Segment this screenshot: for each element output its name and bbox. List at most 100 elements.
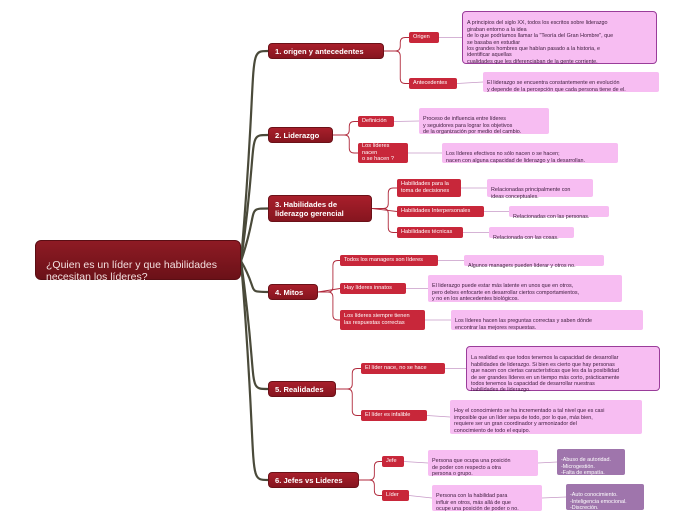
leaf-link <box>403 461 429 464</box>
note-text: Relacionada con las cosas. <box>493 235 559 242</box>
note-lider-infalible[interactable]: Hoy el conocimiento se ha incrementado a… <box>450 400 642 434</box>
root-link <box>239 133 270 263</box>
sub-link <box>317 288 341 293</box>
note-text: Relacionadas con las personas. <box>513 214 590 221</box>
note-text: -Auto conocimiento. -Inteligencia emocio… <box>570 492 627 512</box>
subtopic-managers-lideres[interactable]: Todos los managers son líderes <box>340 255 438 266</box>
sub-link <box>359 479 382 496</box>
note-definicion[interactable]: Proceso de influencia entre líderes y se… <box>419 108 549 136</box>
central-topic[interactable]: ¿Quien es un líder y que habilidades nec… <box>35 240 241 283</box>
subtopic-label: Líder <box>386 492 399 499</box>
subtopic-label: El líder es infalible <box>365 412 411 419</box>
central-topic-label: ¿Quien es un líder y que habilidades nec… <box>46 259 218 283</box>
sub-link <box>359 461 382 481</box>
note-text: Relacionadas principalmente con ideas co… <box>491 187 571 200</box>
note-text: Proceso de influencia entre líderes y se… <box>423 116 522 136</box>
branch-liderazgo[interactable]: 2. Liderazgo <box>268 127 333 143</box>
note-nacen-o-se-hacen[interactable]: Los líderes efectivos no sólo nacen o se… <box>442 143 618 164</box>
subtopic-label: Los líderes siempre tienen las respuesta… <box>344 313 410 326</box>
note-origen[interactable]: A principios del siglo XX, todos los esc… <box>462 11 657 65</box>
subtopic-label: Todos los managers son líderes <box>344 257 423 264</box>
note-toma-decisiones[interactable]: Relacionadas principalmente con ideas co… <box>487 179 593 200</box>
subtopic-label: Antecedentes <box>413 80 448 87</box>
branch-label: 3. Habilidades de liderazgo gerencial <box>275 199 344 218</box>
note-lideres-innatos[interactable]: El liderazgo puede estar más latente en … <box>428 275 622 302</box>
subtopic-lider-nace[interactable]: El líder nace, no se hace <box>361 363 445 374</box>
subtopic-label: Jefe <box>386 458 397 465</box>
subtopic-toma-decisiones[interactable]: Habilidades para la toma de decisiones <box>397 179 461 197</box>
subtopic-label: Habilidades técnicas <box>401 229 453 236</box>
subtopic-label: Definición <box>362 118 387 125</box>
note-tecnicas[interactable]: Relacionada con las cosas. <box>489 227 574 242</box>
note-respuestas-correctas[interactable]: Los líderes hacen las preguntas correcta… <box>451 310 643 331</box>
branch-origen-antecedentes[interactable]: 1. origen y antecedentes <box>268 43 384 59</box>
sub-link <box>336 388 361 416</box>
branch-label: 1. origen y antecedentes <box>275 46 364 56</box>
subtopic-lideres-innatos[interactable]: Hay líderes innatos <box>340 283 406 294</box>
note-jefe-rasgos[interactable]: -Abuso de autoridad. -Microgestión. -Fal… <box>557 449 625 477</box>
subtopic-interpersonales[interactable]: Habilidades Interpersonales <box>397 206 484 217</box>
note-managers-lideres[interactable]: Algunos managers pueden liderar y otros … <box>464 255 604 270</box>
subtopic-tecnicas[interactable]: Habilidades técnicas <box>397 227 463 238</box>
leaf-link <box>541 496 567 499</box>
note-text: A principios del siglo XX, todos los esc… <box>467 20 614 65</box>
subtopic-respuestas-correctas[interactable]: Los líderes siempre tienen las respuesta… <box>340 310 425 330</box>
note-lider-nace[interactable]: La realidad es que todos tenemos la capa… <box>466 346 660 394</box>
subtopic-label: Origen <box>413 34 430 41</box>
subtopic-antecedentes[interactable]: Antecedentes <box>409 78 457 89</box>
branch-label: 5. Realidades <box>275 384 324 394</box>
sub-link <box>336 368 361 390</box>
subtopic-jefe[interactable]: Jefe <box>382 456 404 467</box>
note-text: La realidad es que todos tenemos la capa… <box>471 355 620 394</box>
subtopic-lider[interactable]: Líder <box>382 490 409 501</box>
root-link <box>239 207 270 263</box>
subtopic-nacen-o-se-hacen[interactable]: Los líderes nacen o se hacen ? <box>358 143 408 163</box>
root-link <box>239 259 270 391</box>
subtopic-definicion[interactable]: Definición <box>358 116 394 127</box>
branch-mitos[interactable]: 4. Mitos <box>268 284 318 300</box>
sub-link <box>384 37 409 52</box>
note-text: Los líderes hacen las preguntas correcta… <box>455 318 592 331</box>
note-text: Algunos managers pueden liderar y otros … <box>468 263 576 270</box>
note-text: Hoy el conocimiento se ha incrementado a… <box>454 408 605 434</box>
branch-habilidades[interactable]: 3. Habilidades de liderazgo gerencial <box>268 195 372 222</box>
leaf-link <box>456 81 484 84</box>
branch-label: 4. Mitos <box>275 287 304 297</box>
note-lider-rasgos[interactable]: -Auto conocimiento. -Inteligencia emocio… <box>566 484 644 512</box>
subtopic-label: Los líderes nacen o se hacen ? <box>362 143 395 163</box>
note-interpersonales[interactable]: Relacionadas con las personas. <box>509 206 609 221</box>
root-link <box>239 259 270 294</box>
note-jefe-definicion[interactable]: Persona que ocupa una posición de poder … <box>428 450 538 478</box>
branch-realidades[interactable]: 5. Realidades <box>268 381 336 397</box>
branch-label: 6. Jefes vs Lideres <box>275 475 343 485</box>
sub-link <box>371 208 398 212</box>
sub-link <box>333 121 358 136</box>
note-text: El liderazgo se encuentra constantemente… <box>487 80 626 93</box>
subtopic-label: Habilidades para la toma de decisiones <box>401 181 450 194</box>
sub-link <box>318 260 340 293</box>
sub-link <box>318 291 340 321</box>
note-text: El liderazgo puede estar más latente en … <box>432 283 580 303</box>
sub-link <box>372 187 397 209</box>
branch-label: 2. Liderazgo <box>275 130 320 140</box>
subtopic-label: Hay líderes innatos <box>344 285 392 292</box>
branch-jefes-vs-lideres[interactable]: 6. Jefes vs Lideres <box>268 472 359 488</box>
leaf-link <box>426 415 451 418</box>
root-link <box>239 259 270 482</box>
leaf-link <box>537 461 558 464</box>
leaf-link <box>408 495 433 499</box>
subtopic-lider-infalible[interactable]: El líder es infalible <box>361 410 427 421</box>
root-link <box>239 49 270 263</box>
sub-link <box>333 134 358 154</box>
subtopic-origen[interactable]: Origen <box>409 32 439 43</box>
note-text: Los líderes efectivos no sólo nacen o se… <box>446 151 586 164</box>
note-text: Persona que ocupa una posición de poder … <box>432 458 511 478</box>
note-text: -Abuso de autoridad. -Microgestión. -Fal… <box>561 457 612 477</box>
note-lider-definicion[interactable]: Persona con la habilidad para influir en… <box>432 485 542 513</box>
note-antecedentes[interactable]: El liderazgo se encuentra constantemente… <box>483 72 659 93</box>
note-text: Persona con la habilidad para influir en… <box>436 493 519 513</box>
sub-link <box>372 208 397 233</box>
leaf-link <box>393 120 420 122</box>
